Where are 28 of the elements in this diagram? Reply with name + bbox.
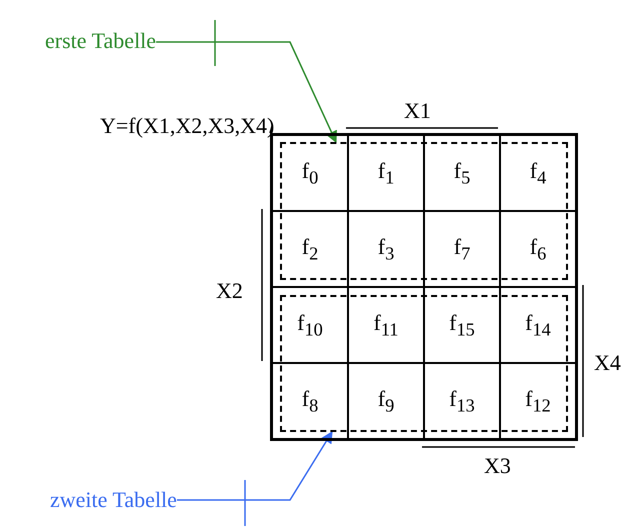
- dashed-region: [280, 295, 568, 432]
- map-cell: f$_{11}$: [348, 287, 424, 363]
- map-cell: f$_{15}$: [424, 287, 500, 363]
- map-cell: f$_{14}$: [500, 287, 576, 363]
- map-cell: f$_{8}$: [272, 363, 348, 439]
- map-cell: f$_{2}$: [272, 211, 348, 287]
- variable-label: X1: [404, 100, 431, 122]
- leader-line: [269, 124, 274, 134]
- arrow: [156, 41, 337, 144]
- table-label: erste Tabelle: [45, 30, 156, 52]
- map-cell: f$_{7}$: [424, 211, 500, 287]
- table-label: zweite Tabelle: [50, 489, 177, 511]
- function-label: Y=f(X1,X2,X3,X4): [100, 115, 274, 137]
- map-cell: f$_{3}$: [348, 211, 424, 287]
- map-cell: f$_{12}$: [500, 363, 576, 439]
- map-cell: f$_{0}$: [272, 135, 348, 211]
- variable-label: X3: [484, 455, 511, 477]
- variable-label: X2: [216, 280, 243, 302]
- variable-label: X4: [594, 352, 621, 374]
- map-cell: f$_{5}$: [424, 135, 500, 211]
- map-cell: f$_{1}$: [348, 135, 424, 211]
- map-cell: f$_{4}$: [500, 135, 576, 211]
- dashed-region: [280, 142, 568, 280]
- map-cell: f$_{10}$: [272, 287, 348, 363]
- map-cell: f$_{9}$: [348, 363, 424, 439]
- map-cell: f$_{13}$: [424, 363, 500, 439]
- arrow: [176, 430, 333, 501]
- map-cell: f$_{6}$: [500, 211, 576, 287]
